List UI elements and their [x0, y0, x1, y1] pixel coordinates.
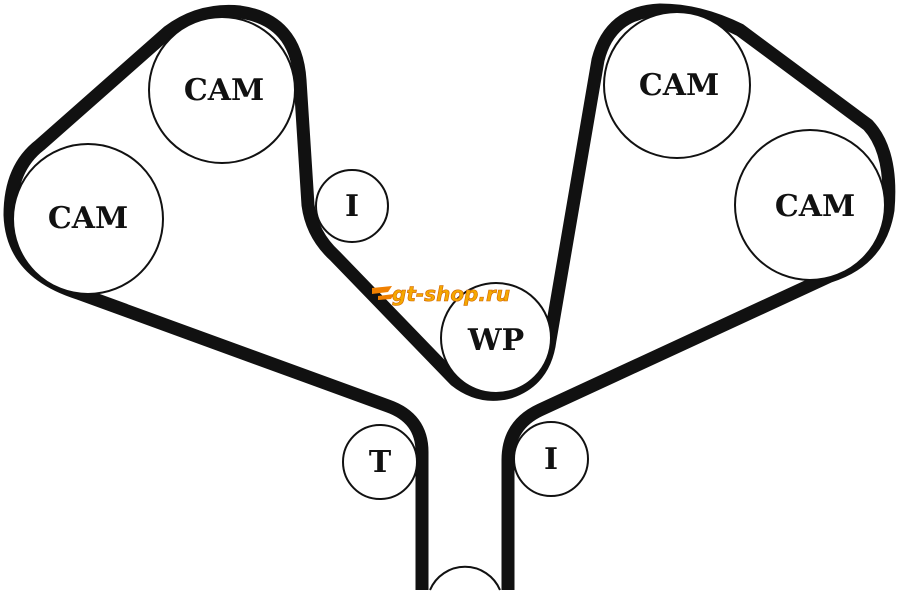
pulley-cam-top-right: CAM	[603, 11, 751, 159]
pulley-label: CAM	[775, 189, 855, 224]
pulley-label: CAM	[639, 68, 719, 103]
pulley-water-pump: WP	[440, 282, 552, 394]
pulley-label: WP	[467, 323, 524, 358]
pulley-label: CAM	[184, 73, 264, 108]
pulley-label: CAM	[48, 201, 128, 236]
pulley-cam-top-left: CAM	[148, 16, 296, 164]
pulley-cam-left: CAM	[12, 143, 164, 295]
pulley-label: I	[345, 189, 359, 224]
watermark-text: gt-shop.ru	[392, 282, 510, 306]
pulley-label: I	[544, 442, 558, 477]
pulley-label: T	[369, 445, 392, 480]
timing-belt	[3, 3, 896, 590]
pulley-idler-lower: I	[513, 421, 589, 497]
pulley-crankshaft	[429, 565, 501, 591]
watermark-logo: gt-shop.ru	[372, 282, 510, 306]
pulley-tensioner: T	[342, 424, 418, 500]
pulley-idler-upper: I	[315, 169, 389, 243]
pulley-cam-right: CAM	[734, 129, 886, 281]
